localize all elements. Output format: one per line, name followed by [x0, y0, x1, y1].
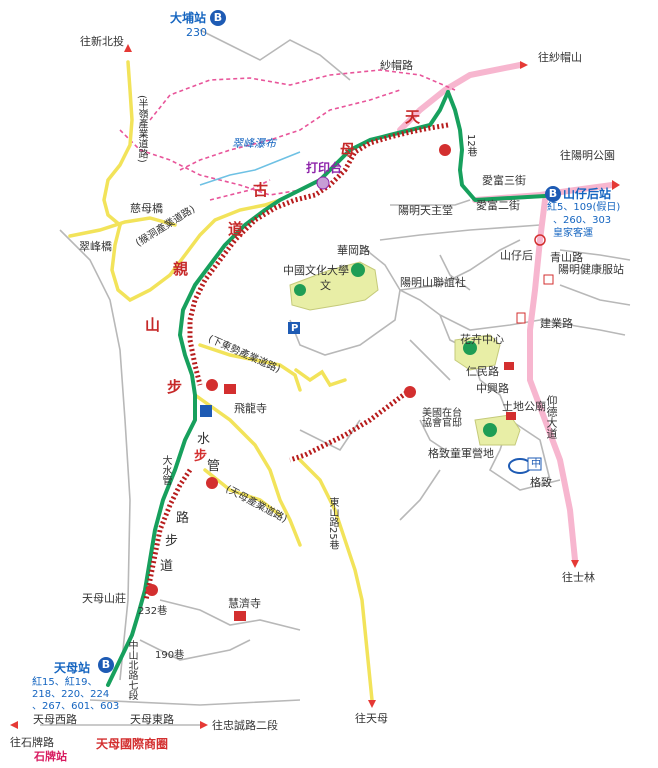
- dir-xinbeitou: 往新北投: [80, 35, 124, 48]
- landmark-huiji: 慧濟寺: [228, 597, 261, 610]
- station-shanzaihou-routes-2: 、260、303: [553, 215, 612, 226]
- landmark-health-station: 陽明健康服站: [558, 263, 624, 276]
- road-industry-half: (半嶺產業道路): [136, 95, 147, 163]
- bus-stop-icon: B: [98, 657, 114, 673]
- dir-zhongcheng: 往忠誠路二段: [212, 719, 278, 732]
- green-areas: [289, 261, 521, 446]
- road-dongshan25: 東山路25巷: [327, 497, 338, 550]
- station-dapu: 大埔站: [170, 11, 207, 25]
- road-zhongxing: 中興路: [476, 382, 509, 395]
- trail-char: 親: [173, 260, 189, 278]
- landmark-zhong: 中: [531, 459, 541, 470]
- trail-char: 道: [228, 220, 244, 238]
- landmark-feilong: 飛龍寺: [234, 402, 267, 415]
- road-aifu3: 愛富三街: [482, 174, 526, 187]
- road-qingshan: 青山路: [550, 251, 583, 264]
- landmark-gezhi: 格致: [530, 476, 552, 489]
- landmark-flower-center: 花卉中心: [460, 333, 504, 346]
- landmark-tudigong: 土地公廟: [502, 400, 546, 413]
- bus-stop-icon: B: [210, 10, 226, 26]
- station-tianmu-routes-1: 紅15、紅19、: [32, 677, 98, 688]
- trail-char: 天: [405, 108, 421, 126]
- station-shipai: 石牌站: [34, 750, 67, 763]
- trail-char: 步: [167, 378, 183, 396]
- dir-shilin: 往士林: [562, 571, 595, 584]
- road-renmin: 仁民路: [466, 365, 499, 378]
- dir-shipai: 往石牌路: [10, 736, 54, 749]
- red-trails: [143, 122, 449, 601]
- station-shanzaihou-routes-3: 皇家客運: [553, 228, 593, 239]
- landmark-mall: 天母國際商圈: [96, 737, 169, 751]
- parking-icon: P: [291, 323, 299, 334]
- landmark-shanzaihou: 山仔后: [500, 249, 533, 262]
- trail-char: 古: [253, 181, 269, 199]
- water-trail-char: 步: [165, 534, 179, 549]
- landmark-cuifeng-falls: 翠峰瀑布: [232, 137, 276, 150]
- landmark-church: 陽明天主堂: [398, 204, 453, 217]
- stream: [199, 151, 301, 186]
- green-bus-route: [106, 90, 547, 687]
- water-trail-char: 管: [207, 459, 221, 474]
- road-dashuiguan: 大水管: [160, 455, 171, 485]
- yellow-roads: [68, 60, 374, 702]
- road-shamao: 紗帽路: [380, 59, 413, 72]
- landmark-wen: 文: [320, 279, 331, 292]
- landmark-cuifeng-bridge: 翠峰橋: [79, 240, 112, 253]
- pink-dashed-trails: [119, 69, 456, 201]
- station-shanzaihou: 山仔后站: [563, 187, 612, 201]
- direction-arrows: [10, 44, 620, 729]
- road-lane190: 190巷: [155, 650, 185, 661]
- station-shanzaihou-routes-1: 紅5、109(假日): [547, 202, 621, 213]
- water-trail-char: 道: [160, 559, 174, 574]
- red-badges: [146, 144, 554, 621]
- landmark-yangming-guest: 陽明山聯誼社: [400, 276, 466, 289]
- water-trail-char: 水: [197, 432, 211, 447]
- dir-yangmingpark: 往陽明公園: [560, 149, 615, 162]
- landmark-gezhi-camp: 格致童軍營地: [428, 447, 494, 460]
- landmark-us-residence: 美國在台 協會官邸: [422, 408, 462, 429]
- station-tianmu-routes-3: 、267、601、603: [32, 701, 120, 712]
- pink-main-roads: [397, 62, 615, 563]
- water-trail-char: 路: [176, 511, 190, 526]
- road-aifu2: 愛富二街: [476, 199, 520, 212]
- station-dapu-route: 230: [186, 26, 207, 39]
- water-trail-char: 步: [194, 449, 208, 464]
- dir-shamaoshan: 往紗帽山: [538, 51, 582, 64]
- landmark-daoyin: 打印台: [306, 161, 343, 175]
- road-tianmu-east: 天母東路: [130, 713, 174, 726]
- station-tianmu-routes-2: 218、220、224: [32, 689, 110, 700]
- road-jianye: 建業路: [540, 317, 573, 330]
- road-tianmu-west: 天母西路: [33, 713, 77, 726]
- landmark-pccu: 中國文化大學: [283, 264, 349, 277]
- station-tianmu: 天母站: [54, 661, 91, 675]
- road-lane232: 232巷: [138, 606, 168, 617]
- landmark-cimu-bridge: 慈母橋: [130, 202, 163, 215]
- road-zhongshan7: 中山北路七段: [126, 640, 137, 700]
- road-yangde: 仰德大道: [545, 395, 558, 439]
- landmark-tianmu-villa: 天母山莊: [82, 592, 126, 605]
- dir-tianmu: 往天母: [355, 712, 388, 725]
- trail-char: 山: [145, 316, 161, 334]
- trail-char: 母: [340, 141, 356, 159]
- bus-stop-icon: B: [545, 186, 561, 202]
- minor-streets: [40, 29, 631, 726]
- road-huagang: 華岡路: [337, 244, 370, 257]
- road-lane12: 12巷: [465, 134, 476, 157]
